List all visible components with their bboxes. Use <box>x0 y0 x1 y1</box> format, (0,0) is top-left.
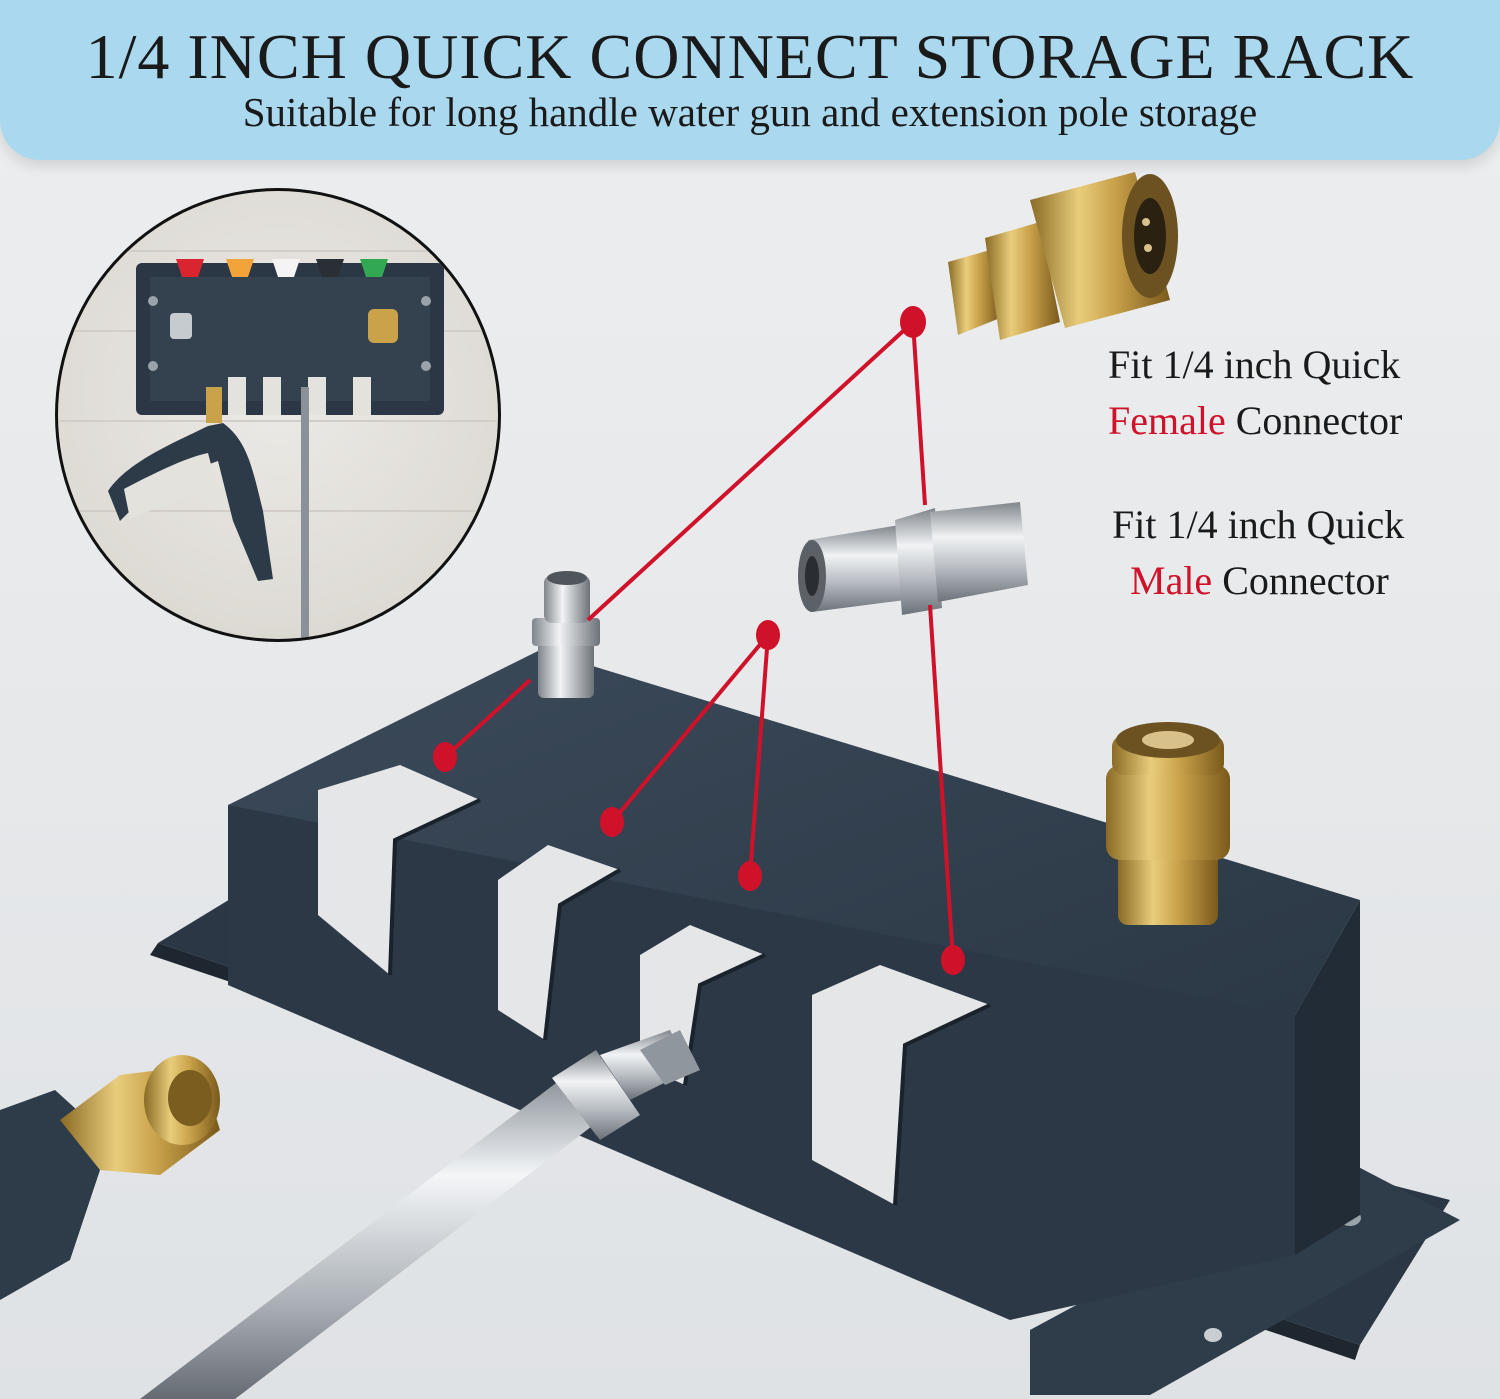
female-highlight: Female <box>1108 398 1226 443</box>
male-callout-line1: Fit 1/4 inch Quick <box>1112 502 1405 547</box>
page-subtitle: Suitable for long handle water gun and e… <box>242 89 1258 135</box>
female-connector-icon <box>948 172 1178 340</box>
water-gun-handle <box>0 1055 220 1300</box>
male-highlight: Male <box>1130 558 1213 603</box>
title-banner: 1/4 INCH QUICK CONNECT STORAGE RACK Suit… <box>0 0 1500 160</box>
male-callout-line2: Male Connector <box>1112 553 1404 609</box>
storage-rack <box>150 650 1460 1395</box>
female-suffix: Connector <box>1225 398 1403 443</box>
nozzle-tips <box>176 259 388 277</box>
pointer-lines <box>443 320 955 961</box>
extension-pole <box>140 1030 700 1399</box>
rack-illustration <box>58 250 498 639</box>
page-title: 1/4 INCH QUICK CONNECT STORAGE RACK <box>85 21 1415 92</box>
pointer-dot-icon <box>433 306 965 975</box>
female-connector-callout: Fit 1/4 inch Quick Female Connector <box>1108 337 1402 449</box>
rack-male-plug <box>532 571 600 698</box>
male-connector-icon <box>798 502 1028 615</box>
rack-female-coupler <box>1106 722 1230 925</box>
male-suffix: Connector <box>1212 558 1389 603</box>
female-callout-line1: Fit 1/4 inch Quick <box>1108 342 1401 387</box>
female-callout-line2: Female Connector <box>1108 393 1402 449</box>
wall-mount-inset <box>55 188 501 642</box>
male-connector-callout: Fit 1/4 inch Quick Male Connector <box>1112 497 1404 609</box>
